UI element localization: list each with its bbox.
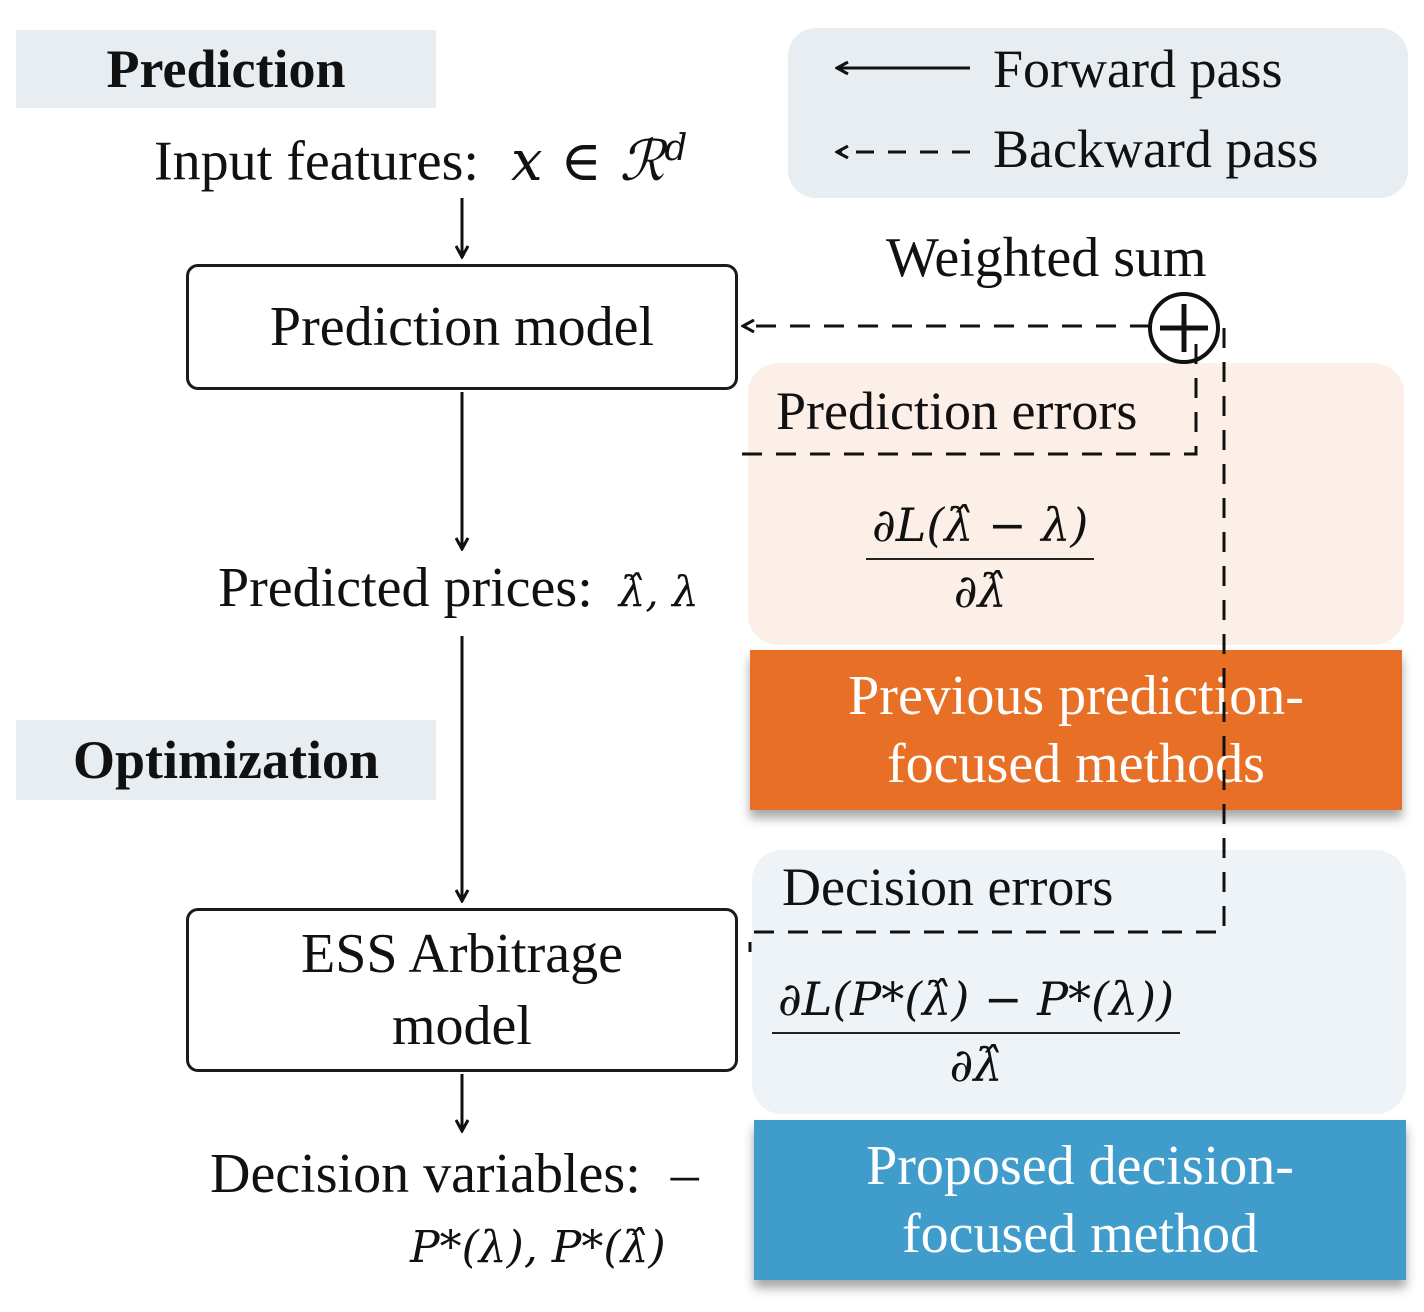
decision-error-gradient: ∂L(P*(λ̂) − P*(λ)) ∂λ̂ bbox=[772, 972, 1181, 1092]
decision-variables-math: P*(λ), P*(λ̂) bbox=[410, 1222, 666, 1273]
predicted-prices-label: Predicted prices: bbox=[218, 557, 593, 619]
decision-errors-panel bbox=[752, 850, 1406, 1114]
ess-arbitrage-line1: ESS Arbitrage bbox=[301, 923, 623, 985]
prediction-section-label: Prediction bbox=[16, 30, 436, 108]
decision-error-path bbox=[748, 328, 1226, 952]
proposed-method-box: Proposed decision- focused method bbox=[754, 1120, 1406, 1280]
prediction-error-numerator: ∂L(λ̂ − λ) bbox=[872, 498, 1089, 552]
decision-variables-dash: – bbox=[670, 1143, 699, 1205]
proposed-method-line2: focused method bbox=[901, 1203, 1259, 1265]
prediction-errors-title: Prediction errors bbox=[776, 381, 1138, 441]
decision-errors-title: Decision errors bbox=[782, 857, 1114, 917]
optimization-section-label: Optimization bbox=[16, 720, 436, 800]
legend-forward-label: Forward pass bbox=[993, 39, 1283, 99]
predicted-prices: Predicted prices: λ̂, λ bbox=[218, 556, 699, 620]
input-features-dim: d bbox=[664, 128, 688, 169]
prediction-model-box: Prediction model bbox=[186, 264, 738, 390]
decision-variables: Decision variables: – bbox=[210, 1142, 699, 1206]
prediction-errors-panel bbox=[748, 363, 1404, 645]
input-features: Input features: x ∈ ℛd bbox=[154, 128, 687, 194]
prediction-model-label: Prediction model bbox=[269, 296, 655, 358]
prediction-error-gradient: ∂L(λ̂ − λ) ∂λ̂ bbox=[866, 498, 1095, 618]
weighted-sum-label: Weighted sum bbox=[886, 227, 1207, 289]
legend bbox=[788, 28, 1408, 198]
legend-backward-label: Backward pass bbox=[993, 119, 1319, 179]
prediction-error-fraction-bar bbox=[866, 558, 1095, 560]
prediction-error-path bbox=[732, 344, 1198, 456]
prediction-section-text: Prediction bbox=[106, 39, 346, 99]
weighted-sum-icon bbox=[1148, 292, 1220, 364]
input-features-label: Input features: bbox=[154, 130, 479, 193]
prediction-error-denominator: ∂λ̂ bbox=[953, 564, 1007, 618]
decision-variables-label: Decision variables: bbox=[210, 1143, 641, 1205]
input-features-math: x ∈ ℛ bbox=[510, 128, 665, 194]
previous-methods-line2: focused methods bbox=[887, 733, 1265, 795]
ess-arbitrage-line2: model bbox=[392, 995, 532, 1057]
predicted-prices-math: λ̂, λ bbox=[618, 567, 699, 616]
proposed-method-line1: Proposed decision- bbox=[866, 1135, 1294, 1197]
decision-error-fraction-bar bbox=[772, 1032, 1181, 1034]
previous-methods-box: Previous prediction- focused methods bbox=[750, 650, 1402, 810]
ess-arbitrage-model-box: ESS Arbitrage model bbox=[186, 908, 738, 1072]
decision-error-denominator: ∂λ̂ bbox=[949, 1038, 1003, 1092]
optimization-section-text: Optimization bbox=[73, 730, 379, 790]
previous-methods-line1: Previous prediction- bbox=[848, 665, 1304, 727]
decision-error-numerator: ∂L(P*(λ̂) − P*(λ)) bbox=[778, 972, 1175, 1026]
